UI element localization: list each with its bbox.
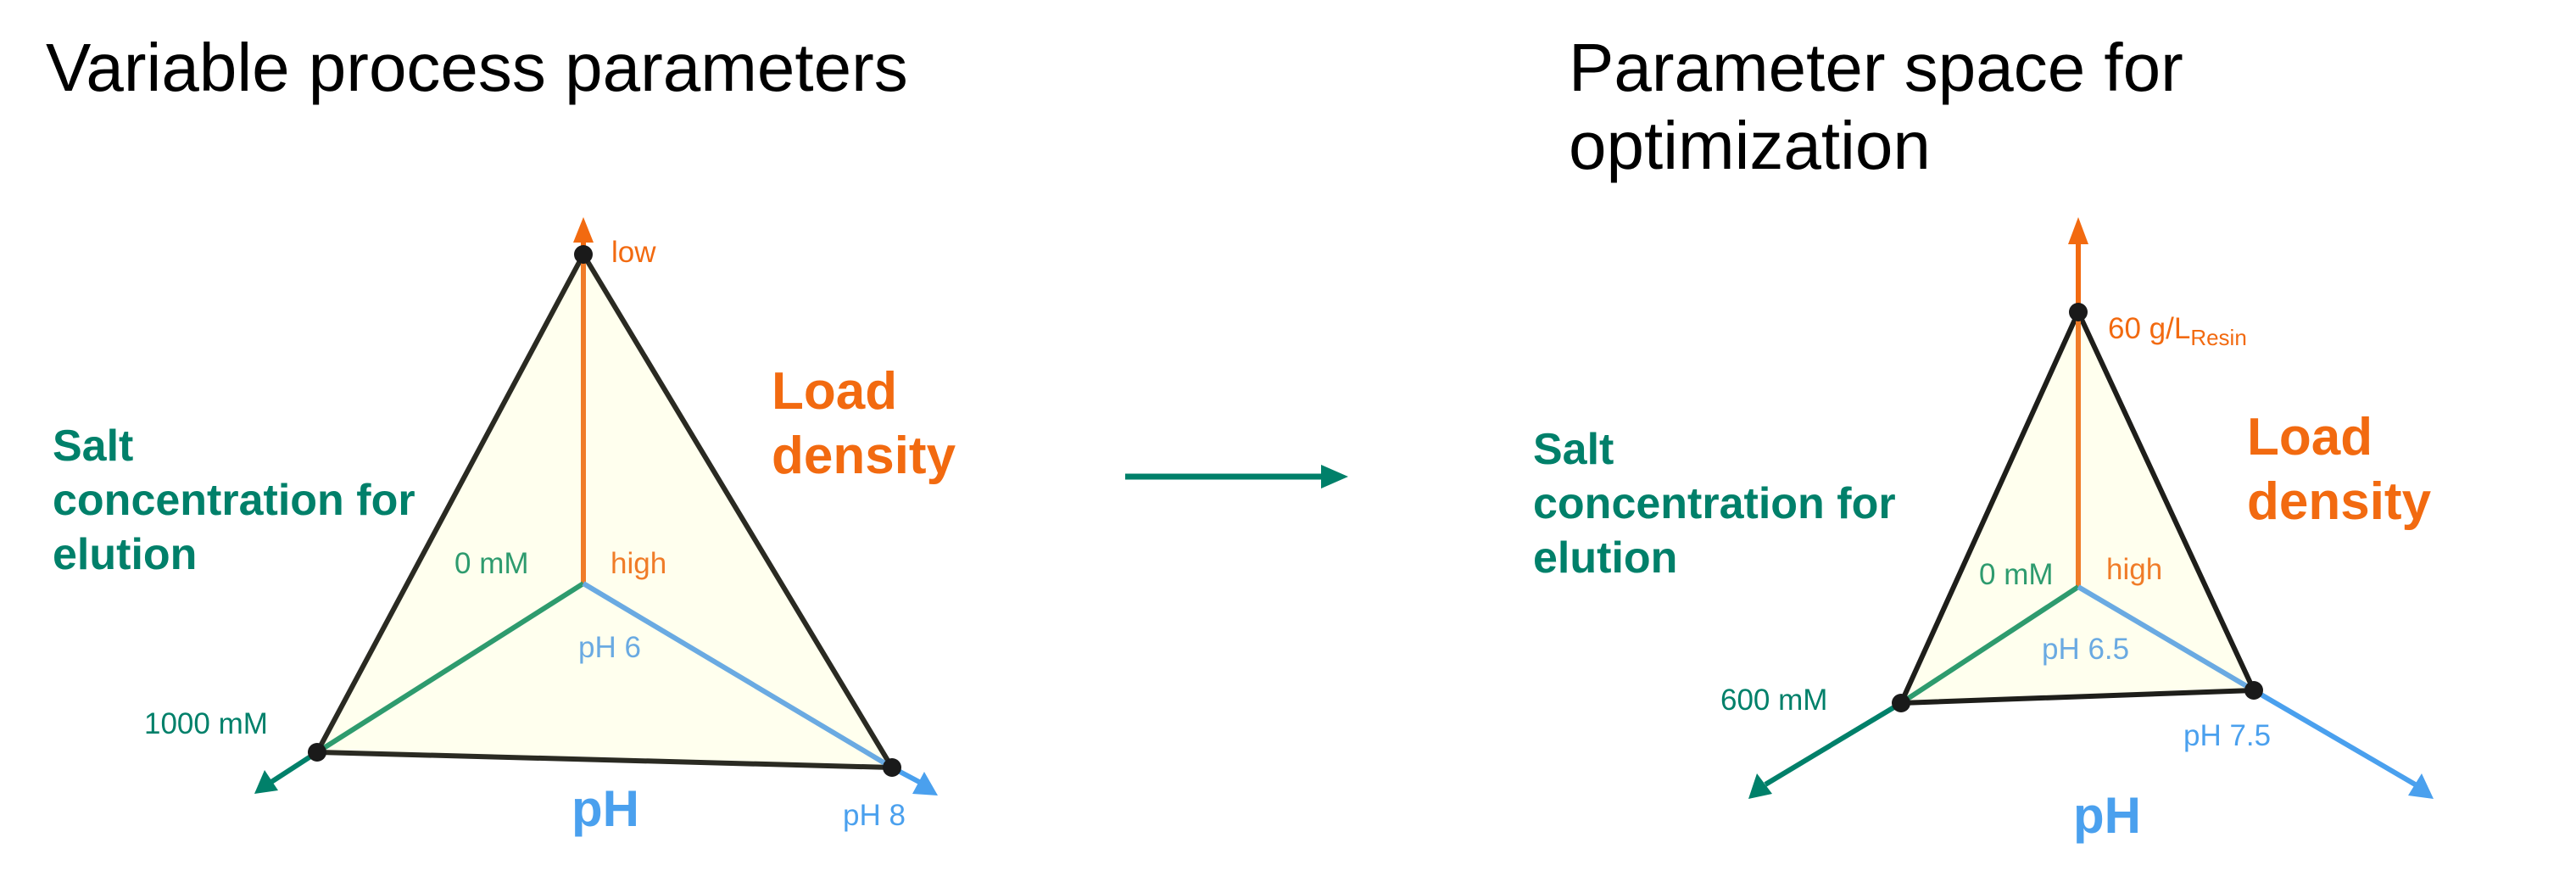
- vertex-marker-icon: [574, 245, 593, 264]
- left-ph-outer-label: pH 8: [843, 799, 906, 832]
- right-load-inner-label: high: [2106, 553, 2163, 586]
- salt-title-line: elution: [1533, 533, 1678, 583]
- left-parameter-triangle: [315, 252, 895, 770]
- right-salt-outer-label: 600 mM: [1720, 684, 1828, 717]
- salt-title-line: Salt: [1533, 425, 1614, 474]
- right-load-axis-title: Load density: [2247, 405, 2431, 534]
- right-triangle-diagram: [1748, 217, 2434, 799]
- left-salt-axis: [315, 581, 585, 755]
- vertex-marker-icon: [1892, 694, 1910, 712]
- load-arrowhead-icon: [2068, 217, 2088, 244]
- left-ph-inner-label: pH 6: [578, 631, 641, 664]
- left-salt-outer-label: 1000 mM: [144, 707, 268, 740]
- title-line: optimization: [1569, 108, 1931, 183]
- salt-title-line: concentration for: [53, 476, 415, 525]
- load-unit-subscript: Resin: [2190, 325, 2247, 350]
- load-title-line: density: [2247, 472, 2432, 531]
- left-ph-axis: [582, 581, 894, 770]
- salt-arrowhead-icon: [254, 770, 278, 794]
- right-salt-axis: [1899, 584, 2080, 706]
- vertex-marker-icon: [883, 758, 901, 777]
- left-salt-axis-title: Salt concentration for elution: [53, 419, 415, 582]
- load-value: 60 g/L: [2108, 312, 2191, 345]
- left-ph-axis-title: pH: [572, 780, 639, 837]
- right-arrow-icon: [1125, 465, 1348, 488]
- load-title-line: density: [772, 427, 956, 485]
- left-load-outer-label: low: [611, 236, 656, 269]
- vertex-marker-icon: [308, 743, 326, 762]
- right-panel-title: Parameter space for optimization: [1569, 29, 2183, 185]
- right-ph-axis-title: pH: [2073, 787, 2141, 844]
- vertex-marker-icon: [2244, 681, 2263, 700]
- salt-title-line: Salt: [53, 421, 134, 471]
- right-salt-inner-label: 0 mM: [1979, 558, 2054, 591]
- left-panel-title: Variable process parameters: [46, 30, 908, 105]
- ph-arrowhead-icon: [912, 772, 938, 795]
- right-ph-outer-label: pH 7.5: [2183, 719, 2272, 752]
- load-title-line: Load: [772, 362, 898, 421]
- right-ph-inner-label: pH 6.5: [2042, 633, 2130, 666]
- vertex-marker-icon: [2069, 303, 2088, 321]
- salt-title-line: elution: [53, 530, 198, 579]
- salt-title-line: concentration for: [1533, 479, 1896, 528]
- left-load-axis-title: Load density: [772, 360, 956, 488]
- right-salt-axis-title: Salt concentration for elution: [1533, 422, 1896, 585]
- ph-arrowhead-icon: [2408, 773, 2434, 799]
- right-ph-axis: [2077, 584, 2255, 693]
- left-load-inner-label: high: [611, 547, 667, 580]
- salt-arrowhead-icon: [1748, 773, 1772, 799]
- load-arrowhead-icon: [573, 217, 594, 243]
- title-line: Parameter space for: [1569, 30, 2183, 105]
- load-title-line: Load: [2247, 408, 2373, 466]
- left-salt-inner-label: 0 mM: [454, 547, 529, 580]
- right-load-outer-label: 60 g/LResin: [2108, 312, 2247, 354]
- left-triangle-diagram: [254, 217, 938, 795]
